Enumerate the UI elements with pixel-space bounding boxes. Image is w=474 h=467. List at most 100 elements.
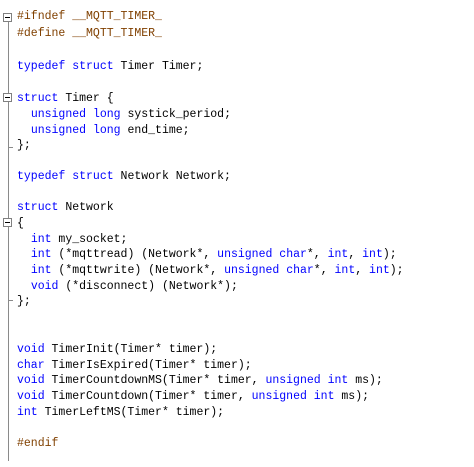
keyword: void [17,374,45,387]
code-text: *, [313,264,335,277]
code-line: #endif [17,437,58,451]
preprocessor-directive: #endif [17,437,59,450]
code-text: *, [306,248,328,261]
fold-toggle-struct-timer[interactable] [3,93,12,102]
code-text: TimerCountdown(Timer* timer, [44,390,252,403]
code-line: }; [17,139,31,153]
code-line: void TimerCountdown(Timer* timer, unsign… [17,390,369,404]
code-line: unsigned long end_time; [17,124,190,138]
code-line: #define __MQTT_TIMER_ [17,27,162,41]
code-line: int my_socket; [17,233,128,247]
code-line: struct Timer { [17,92,114,106]
keyword: long [92,124,121,137]
code-line: unsigned long systick_period; [17,108,231,122]
keyword: unsigned [30,124,87,137]
whitespace [86,124,93,137]
keyword: typedef [17,170,66,183]
keyword: int [369,264,390,277]
preprocessor-directive: #ifndef [17,10,66,23]
code-text: (*mqttwrite) (Network*, [51,264,225,277]
keyword: typedef [17,60,66,73]
code-line: void TimerInit(Timer* timer); [17,343,217,357]
fold-end-marker [8,147,13,148]
keyword: struct [17,92,59,105]
keyword: void [17,390,45,403]
code-text: systick_period; [120,108,231,121]
keyword: int [362,248,383,261]
indent [17,248,31,261]
keyword: int [334,264,356,277]
keyword: int [17,406,38,419]
fold-gutter-line [8,18,9,461]
keyword: char [17,359,45,372]
keyword: void [30,280,59,293]
code-text: ms); [348,374,383,387]
indent [17,124,31,137]
whitespace [86,108,93,121]
keyword: char [286,264,314,277]
code-text: TimerCountdownMS(Timer* timer, [44,374,266,387]
keyword: int [313,390,335,403]
code-text: }; [17,139,31,152]
indent [17,233,31,246]
indent [17,108,31,121]
code-text: , [348,248,363,261]
code-text: ); [389,264,404,277]
keyword: struct [72,170,114,183]
keyword: int [30,264,52,277]
code-text: (*mqttread) (Network*, [51,248,218,261]
keyword: struct [17,201,59,214]
preprocessor-directive: #define [17,27,66,40]
code-text: (*disconnect) (Network*); [58,280,238,293]
indent [17,280,31,293]
whitespace [307,390,314,403]
code-line: #ifndef __MQTT_TIMER_ [17,10,162,24]
code-line: struct Network [17,201,114,215]
macro-name: __MQTT_TIMER_ [65,10,162,23]
code-text: Network [58,201,114,214]
code-text: TimerLeftMS(Timer* timer); [37,406,225,419]
code-line: void TimerCountdownMS(Timer* timer, unsi… [17,374,383,388]
fold-toggle-struct-network[interactable] [3,218,12,227]
keyword: unsigned [224,264,280,277]
keyword: unsigned [30,108,87,121]
keyword: unsigned [251,390,307,403]
code-line: int TimerLeftMS(Timer* timer); [17,406,224,420]
code-text: TimerIsExpired(Timer* timer); [44,359,252,372]
macro-name: __MQTT_TIMER_ [65,27,162,40]
code-text: end_time; [120,124,190,137]
keyword: void [17,343,45,356]
code-line: int (*mqttread) (Network*, unsigned char… [17,248,397,262]
code-text: Timer Timer; [113,60,204,73]
keyword: unsigned [217,248,273,261]
keyword: struct [72,60,114,73]
code-line: typedef struct Network Network; [17,170,231,184]
keyword: int [30,248,52,261]
code-line: typedef struct Timer Timer; [17,60,203,74]
code-line: void (*disconnect) (Network*); [17,280,238,294]
code-text: my_socket; [51,233,128,246]
code-text: , [355,264,370,277]
fold-toggle-ifndef[interactable] [3,13,12,22]
keyword: int [327,374,349,387]
code-text: Timer { [58,92,114,105]
code-line: char TimerIsExpired(Timer* timer); [17,359,252,373]
code-text: Network Network; [113,170,231,183]
code-line: }; [17,295,31,309]
indent [17,264,31,277]
code-line: int (*mqttwrite) (Network*, unsigned cha… [17,264,404,278]
keyword: char [279,248,307,261]
code-text: ms); [334,390,370,403]
keyword: long [92,108,121,121]
code-text: ); [382,248,397,261]
keyword: int [30,233,52,246]
keyword: int [327,248,349,261]
keyword: unsigned [265,374,321,387]
whitespace [321,374,328,387]
code-line: { [17,217,24,231]
fold-end-marker [8,300,13,301]
code-text: TimerInit(Timer* timer); [44,343,218,356]
code-text: }; [17,295,31,308]
code-text: { [17,217,24,230]
